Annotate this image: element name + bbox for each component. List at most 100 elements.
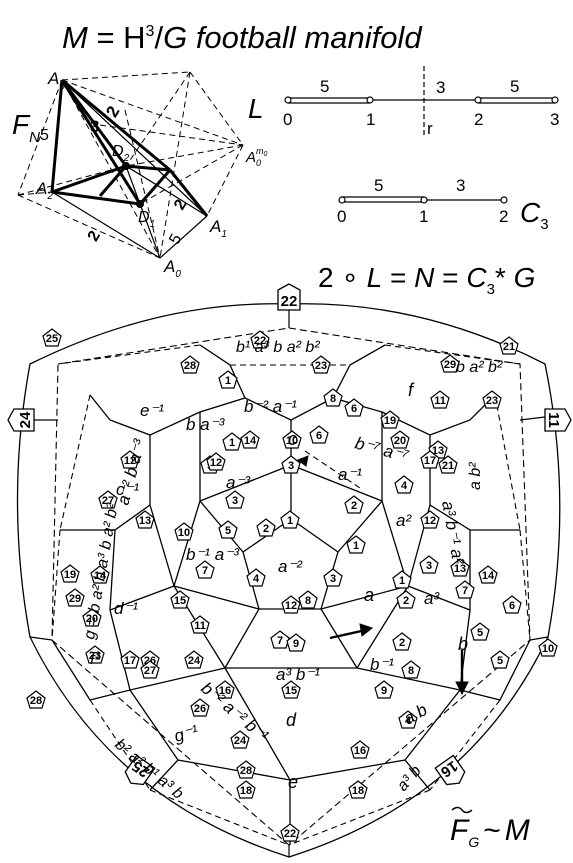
svg-text:15: 15: [285, 685, 297, 697]
svg-text:7: 7: [277, 635, 283, 647]
svg-text:19: 19: [64, 569, 76, 581]
svg-text:29: 29: [69, 593, 81, 605]
svg-text:21: 21: [442, 460, 454, 472]
svg-text:6: 6: [316, 430, 322, 442]
football-diagram: [16, 303, 561, 858]
face-letters: a b c d e f: [286, 380, 468, 792]
svg-text:14: 14: [94, 570, 107, 582]
svg-text:d: d: [286, 710, 297, 730]
svg-text:8: 8: [330, 393, 336, 405]
svg-text:2: 2: [399, 637, 405, 649]
svg-text:4: 4: [405, 715, 412, 727]
svg-text:12: 12: [285, 600, 297, 612]
svg-text:9: 9: [381, 685, 387, 697]
outer-tags: 22 11 16 25 24: [7, 283, 572, 786]
fn-title: FN: [12, 109, 40, 146]
svg-text:f: f: [408, 380, 415, 400]
svg-text:FG~M: FG~M: [450, 814, 530, 850]
edge-tags: 1 1 1 1 1 2 2 2 2 3 3 3 3 4 4 4 5 5 5 6 …: [26, 328, 558, 842]
face-word: a²: [396, 511, 412, 530]
svg-text:21: 21: [503, 341, 515, 353]
face-word: a³ b⁻¹ a²: [438, 499, 468, 566]
svg-text:e: e: [288, 772, 298, 792]
svg-text:14: 14: [244, 435, 257, 447]
svg-text:A0: A0: [163, 257, 181, 280]
face-word: g⁻¹: [172, 721, 201, 746]
svg-text:5: 5: [497, 655, 503, 667]
word-bottom-right: a³ b: [394, 762, 425, 794]
face-word: e⁻¹: [140, 401, 164, 420]
svg-text:2: 2: [351, 500, 357, 512]
svg-text:2: 2: [499, 207, 508, 226]
svg-text:11: 11: [434, 395, 446, 407]
svg-text:5: 5: [225, 525, 231, 537]
svg-text:2: 2: [263, 523, 269, 535]
face-word: a³: [424, 589, 440, 608]
equation: 2 ∘ L = N = C3* G: [318, 262, 535, 298]
svg-text:28: 28: [240, 765, 252, 777]
svg-text:28: 28: [30, 695, 42, 707]
svg-text:c: c: [288, 429, 297, 449]
svg-text:11: 11: [194, 620, 206, 632]
face-word: a³ b⁻¹: [276, 665, 320, 684]
svg-text:23: 23: [89, 650, 101, 662]
fn-polyhedron: [17, 71, 244, 259]
svg-text:29: 29: [444, 359, 456, 371]
face-word: a⁻¹: [338, 465, 362, 484]
svg-text:10: 10: [178, 527, 190, 539]
svg-text:22: 22: [254, 335, 266, 347]
svg-text:5: 5: [374, 176, 383, 195]
svg-text:8: 8: [408, 665, 414, 677]
svg-text:A1: A1: [209, 217, 227, 240]
svg-text:11: 11: [545, 412, 562, 428]
svg-text:L: L: [248, 93, 264, 124]
word-right-top: b a² b²: [456, 359, 503, 376]
svg-text:3: 3: [436, 78, 445, 97]
face-word: b⁻¹: [370, 655, 394, 674]
svg-text:22: 22: [284, 828, 296, 840]
svg-text:C3: C3: [520, 197, 549, 233]
svg-text:12: 12: [210, 457, 222, 469]
svg-text:16: 16: [219, 685, 231, 697]
svg-text:1: 1: [419, 207, 428, 226]
svg-text:1: 1: [225, 375, 231, 387]
svg-text:17: 17: [424, 455, 436, 467]
svg-text:2: 2: [474, 110, 483, 129]
svg-text:7: 7: [202, 565, 208, 577]
svg-text:A3: A3: [47, 69, 65, 92]
svg-text:1: 1: [229, 437, 235, 449]
svg-text:27: 27: [102, 495, 114, 507]
svg-text:5: 5: [510, 77, 519, 96]
svg-text:22: 22: [281, 293, 298, 310]
svg-text:12: 12: [124, 455, 136, 467]
footer-formula: FG~M: [450, 806, 530, 850]
svg-text:4: 4: [401, 480, 408, 492]
svg-text:0: 0: [337, 207, 346, 226]
face-word: a⁻³: [226, 473, 251, 492]
word-right: a b²: [467, 462, 484, 490]
svg-text:10: 10: [286, 435, 298, 447]
svg-text:7: 7: [462, 585, 468, 597]
svg-text:1: 1: [287, 515, 293, 527]
svg-text:a: a: [364, 585, 374, 605]
title: M = H3/G football manifold: [62, 20, 423, 55]
svg-text:16: 16: [354, 745, 366, 757]
word-top: b¹ a³ b a² b²: [236, 339, 320, 356]
svg-text:2: 2: [403, 595, 409, 607]
svg-text:4: 4: [253, 573, 260, 585]
svg-text:24: 24: [17, 411, 34, 428]
svg-text:1: 1: [366, 110, 375, 129]
svg-text:3: 3: [288, 460, 294, 472]
svg-text:14: 14: [482, 570, 495, 582]
svg-text:D1: D1: [138, 209, 155, 230]
svg-text:3: 3: [456, 176, 465, 195]
svg-text:3: 3: [90, 117, 99, 136]
l-diagram: L 5 3 5 0 1 2 3 r: [248, 66, 559, 138]
svg-text:b: b: [458, 634, 468, 654]
svg-text:19: 19: [384, 415, 396, 427]
face-word: b⁻² a⁻¹: [244, 397, 297, 416]
svg-text:25: 25: [46, 333, 58, 345]
svg-text:3: 3: [330, 573, 336, 585]
svg-text:13: 13: [432, 445, 444, 457]
